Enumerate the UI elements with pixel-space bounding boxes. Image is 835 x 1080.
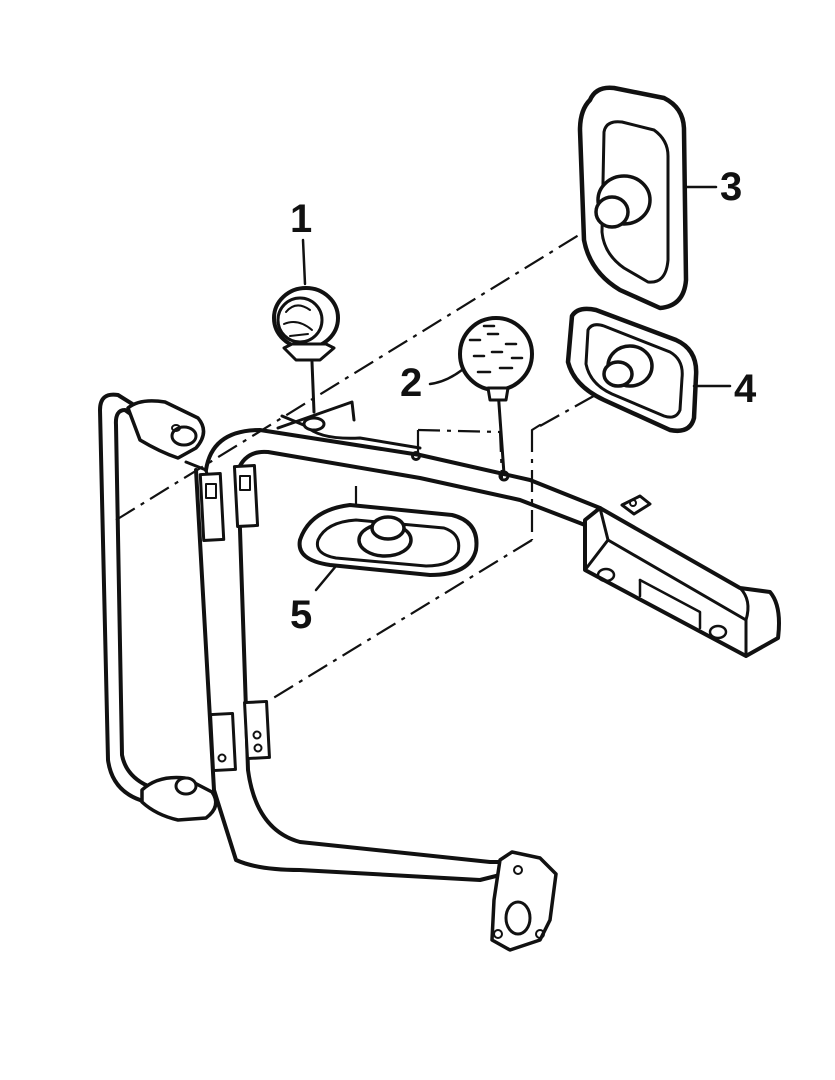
mirror-part-3 <box>577 85 689 311</box>
callout-4: 4 <box>734 367 757 411</box>
callout-labels: 1 2 3 4 5 <box>290 165 757 637</box>
mounting-arm <box>583 494 781 658</box>
mirror-part-5 <box>297 503 479 577</box>
mirror-bracket-frame <box>98 392 602 952</box>
light-part-1 <box>272 286 340 432</box>
mirror-part-4 <box>565 306 699 433</box>
alignment-lines <box>115 221 609 540</box>
leader-lines <box>301 185 732 592</box>
callout-1: 1 <box>290 197 312 241</box>
callout-5: 5 <box>290 593 312 637</box>
callout-2: 2 <box>400 361 422 405</box>
light-part-2 <box>411 316 534 482</box>
callout-3: 3 <box>720 165 742 209</box>
